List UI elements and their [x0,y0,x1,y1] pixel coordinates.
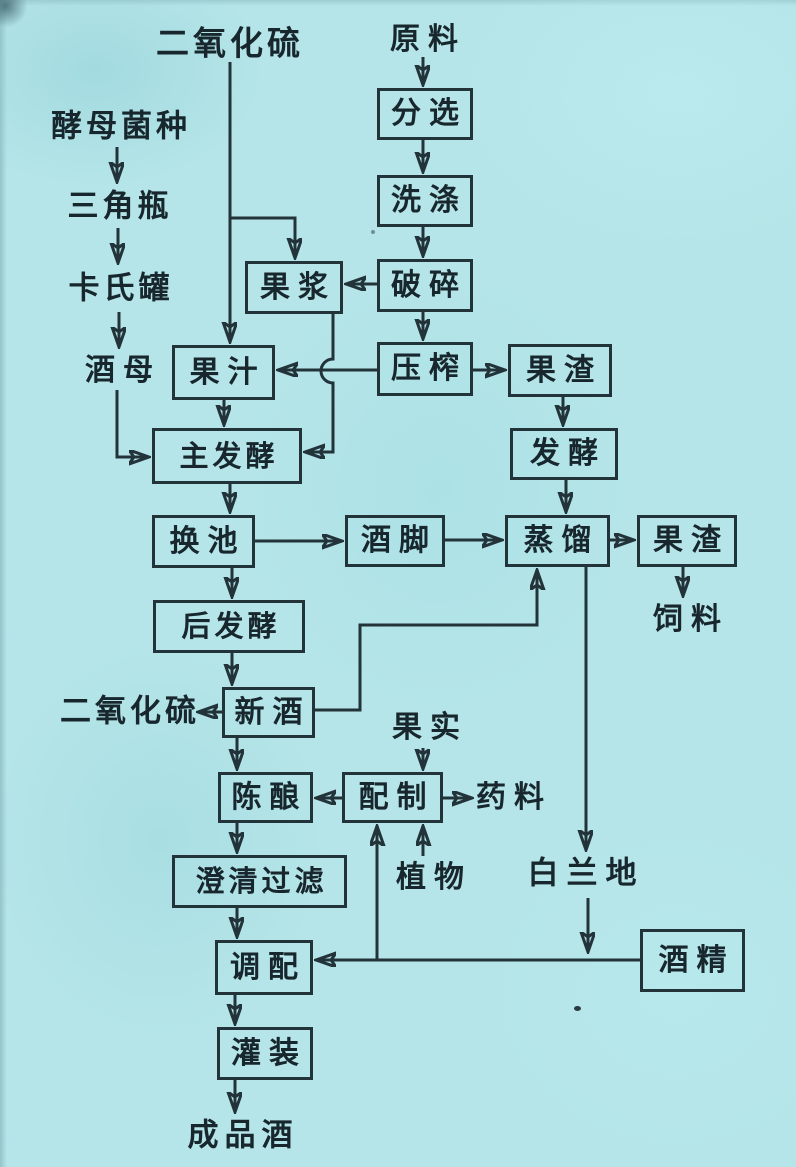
label-raw-material: 原料 [390,22,466,57]
node-new-wine: 新酒 [222,687,315,738]
node-post-fermentation: 后发酵 [153,600,305,653]
edge-so2top-guojiang [230,216,295,258]
node-crushing: 破碎 [377,259,473,312]
node-filling: 灌装 [217,1027,313,1080]
node-sorting: 分选 [377,88,473,140]
label-plants: 植物 [396,860,472,895]
scan-speck [371,230,375,234]
node-aging: 陈酿 [218,772,313,823]
label-erlenmeyer-flask: 三角瓶 [67,188,173,225]
label-yeast-strain: 酵母菌种 [51,108,191,145]
scan-speck [574,1006,581,1011]
node-clarification-filtration: 澄清过滤 [172,855,347,908]
label-sulfur-dioxide-left: 二氧化硫 [60,693,200,730]
label-finished-wine: 成品酒 [187,1117,299,1154]
node-tank-transfer: 换池 [152,515,255,568]
label-yeast-starter: 酒母 [85,353,161,388]
label-sulfur-dioxide-top: 二氧化硫 [156,23,304,63]
node-wine-lees: 酒脚 [345,515,445,567]
label-brandy: 白兰地 [527,855,645,892]
node-blending: 调配 [215,940,313,995]
node-fruit-pulp: 果浆 [245,261,343,314]
node-alcohol: 酒精 [640,929,745,992]
edge-jiumu-zhufajiao [115,390,149,457]
label-feed: 饲料 [653,602,729,637]
edge-xinjiu-zhengliu [315,570,537,712]
label-fruit: 果实 [392,710,468,745]
node-pressing: 压榨 [377,342,473,396]
node-main-fermentation: 主发酵 [152,428,302,484]
node-pomace-top: 果渣 [508,344,612,397]
node-fruit-juice: 果汁 [172,345,275,400]
node-distillation: 蒸馏 [505,515,610,567]
node-compounding: 配制 [342,772,443,823]
node-washing: 洗涤 [377,175,473,227]
node-pomace-mid: 果渣 [637,515,737,567]
node-fermentation: 发酵 [510,428,618,480]
label-carlsberg-tank: 卡氏罐 [68,270,174,307]
label-medicinal-material: 药料 [476,780,552,815]
edge-guojiang-zhufajiao [305,314,335,452]
